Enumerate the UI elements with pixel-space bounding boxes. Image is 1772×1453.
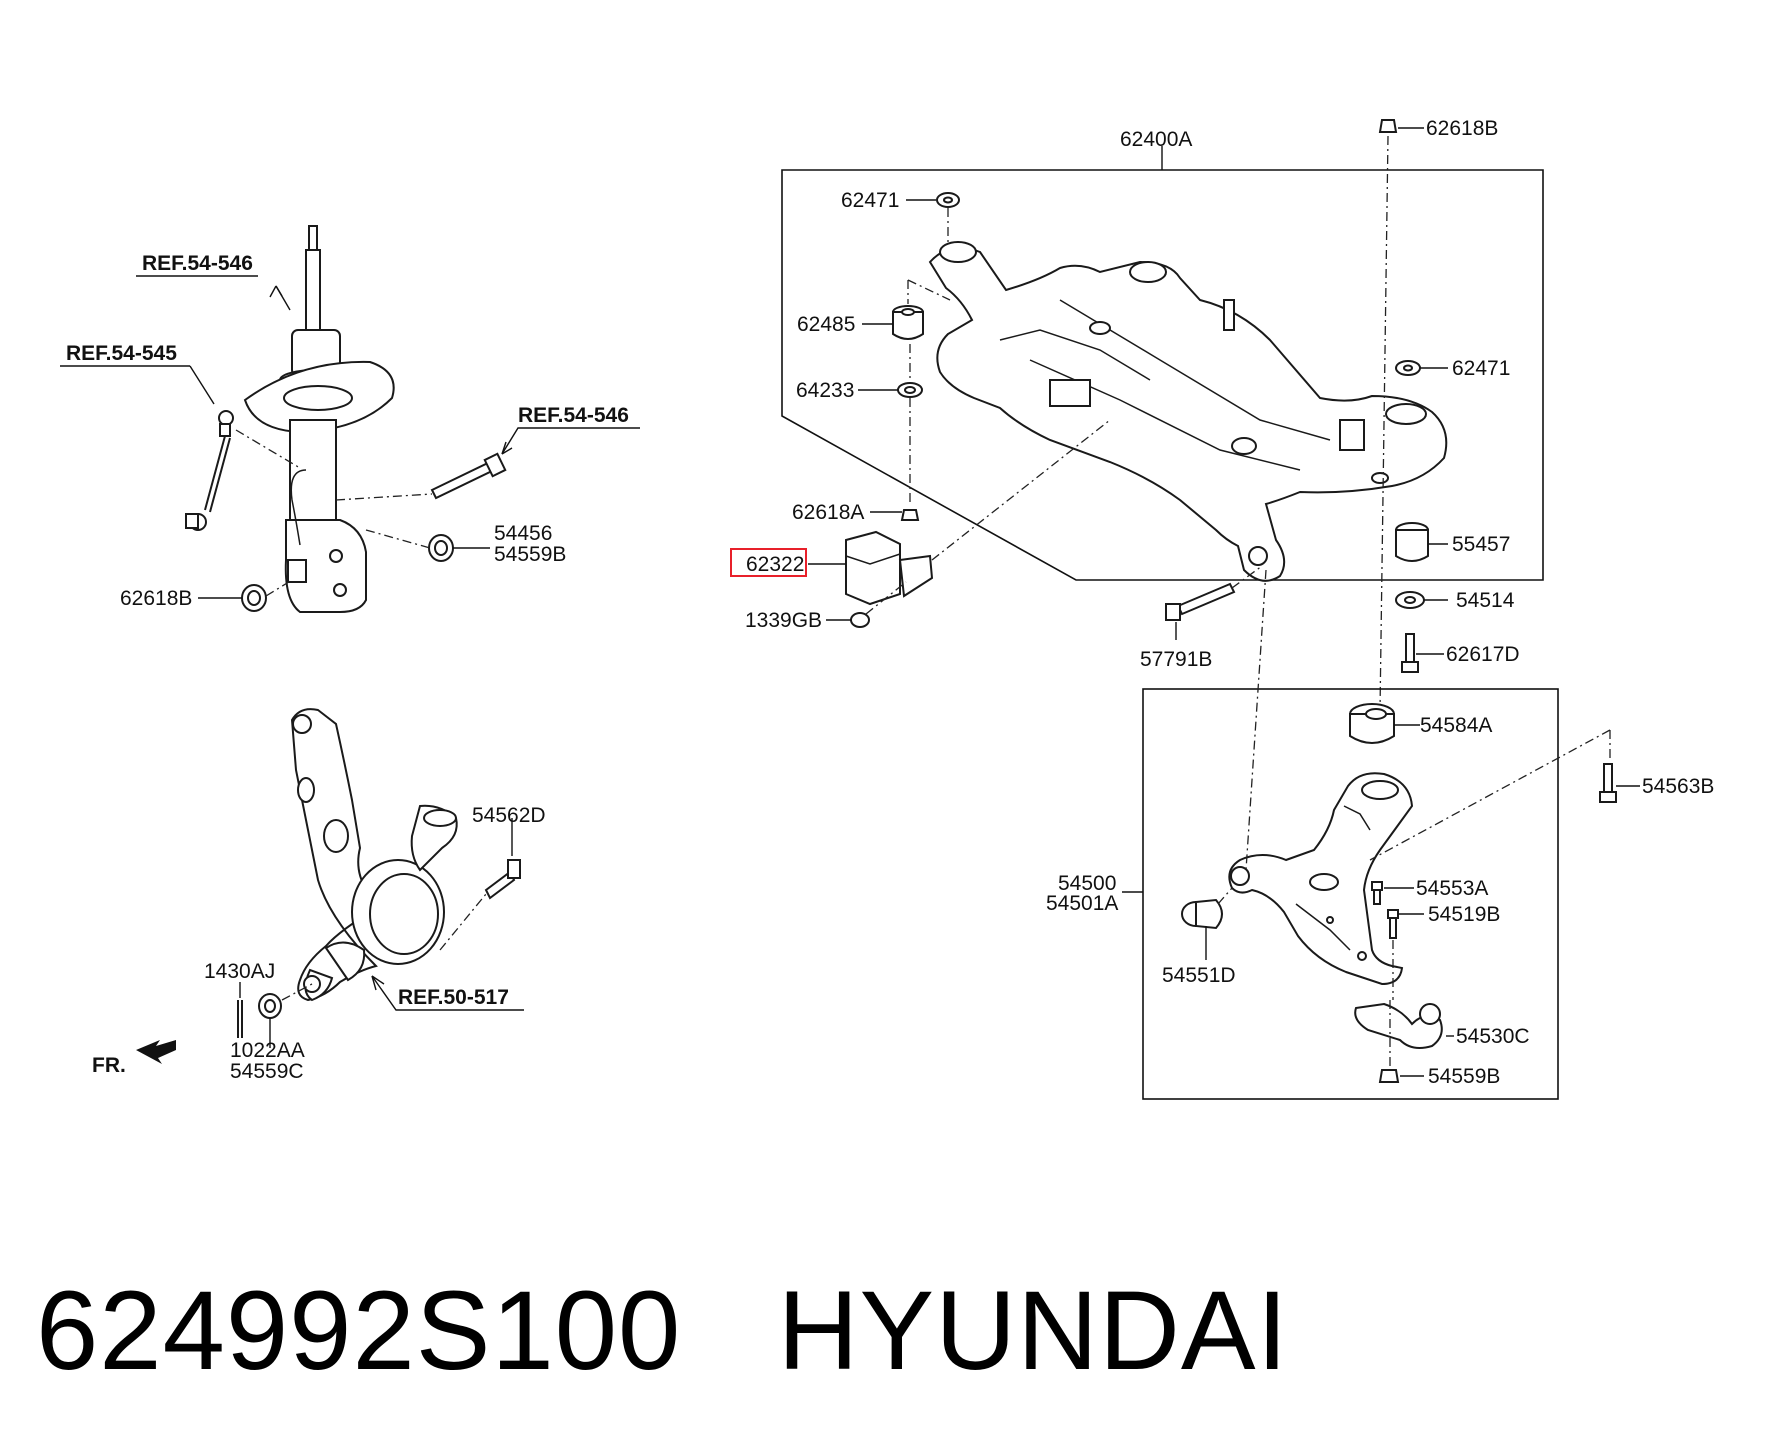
part-54559c-label: 54559C <box>230 1060 304 1083</box>
part-1430aj-label: 1430AJ <box>204 960 275 983</box>
part-caption: 624992S100 HYUNDAI <box>36 1275 1289 1387</box>
washer-62471-left <box>906 192 960 244</box>
part-1339gb-label: 1339GB <box>745 609 822 632</box>
brand-name: HYUNDAI <box>777 1268 1289 1393</box>
part-62485-label: 62485 <box>797 313 855 336</box>
bushing-54584a <box>1349 703 1420 744</box>
nut-54559b-arm <box>1378 1069 1424 1083</box>
steering-knuckle <box>290 708 458 1002</box>
part-62618b-top-label: 62618B <box>1426 117 1498 140</box>
ref-54-546-top-label: REF.54-546 <box>142 252 253 275</box>
bolt-62617d <box>1401 633 1444 673</box>
part-54501a-label: 54501A <box>1046 892 1118 915</box>
part-54514-label: 54514 <box>1456 589 1515 612</box>
ball-joint-54530c <box>1354 1000 1454 1072</box>
washer-62471-right <box>1395 360 1448 376</box>
part-62471-right-label: 62471 <box>1452 357 1510 380</box>
part-62400a-label: 62400A <box>1120 128 1192 151</box>
part-62617d-label: 62617D <box>1446 643 1520 666</box>
knuckle-pin <box>237 982 243 1038</box>
part-54559b-arm-label: 54559B <box>1428 1065 1500 1088</box>
ref-54-545-label: REF.54-545 <box>66 342 177 365</box>
front-arrow-icon <box>136 1040 176 1064</box>
bolt-57791b <box>1165 565 1263 640</box>
bolt-62618a <box>870 398 920 521</box>
bushing-55457 <box>1395 522 1448 562</box>
stabilizer-link <box>60 365 301 531</box>
ref-50-517-label: REF.50-517 <box>398 986 509 1009</box>
bolt-54519b <box>1387 909 1424 1000</box>
washer-54514 <box>1395 591 1448 609</box>
part-54584a-label: 54584A <box>1420 714 1492 737</box>
bolt-54553a <box>1371 881 1414 905</box>
part-54519b-label: 54519B <box>1428 903 1500 926</box>
part-57791b-label: 57791B <box>1140 648 1212 671</box>
part-54500-label: 54500 <box>1058 872 1116 895</box>
part-54551d-label: 54551D <box>1162 964 1236 987</box>
knuckle-nut <box>258 983 313 1048</box>
strut-flange-nut <box>198 579 293 612</box>
strut-nut <box>365 529 490 562</box>
part-64233-label: 64233 <box>796 379 854 402</box>
bushing-54551d <box>1181 887 1233 960</box>
part-54563b-label: 54563B <box>1642 775 1714 798</box>
part-number: 624992S100 <box>36 1268 682 1393</box>
washer-64233 <box>858 344 923 398</box>
lower-arm-group-box <box>1122 688 1559 1100</box>
part-54562d-label: 54562D <box>472 804 546 827</box>
nut-1339gb <box>826 581 907 628</box>
part-62618b-strut-label: 62618B <box>120 587 192 610</box>
knuckle-bolt <box>439 818 521 951</box>
bracket-62322 <box>808 419 1111 606</box>
bolt-62618b-top <box>1378 119 1424 711</box>
ref-50-517-arrow <box>371 975 524 1011</box>
crossmember-group-box <box>781 146 1544 581</box>
bolt-54563b <box>1369 729 1640 861</box>
highlight-box-62322 <box>730 548 807 577</box>
part-54530c-label: 54530C <box>1456 1025 1530 1048</box>
crossmember <box>928 241 1448 582</box>
part-62618a-label: 62618A <box>792 501 864 524</box>
part-62322-label[interactable]: 62322 <box>746 553 804 576</box>
strut-assembly <box>136 225 395 613</box>
lower-arm <box>1228 569 1414 986</box>
front-direction-label: FR. <box>92 1054 126 1077</box>
ref-54-546-right-label: REF.54-546 <box>518 404 629 427</box>
part-54456-label: 54456 <box>494 522 552 545</box>
strut-bolt <box>335 427 640 501</box>
part-54553a-label: 54553A <box>1416 877 1488 900</box>
part-1022aa-label: 1022AA <box>230 1039 305 1062</box>
part-54559b-strut-label: 54559B <box>494 543 566 566</box>
part-55457-label: 55457 <box>1452 533 1510 556</box>
part-62471-left-label: 62471 <box>841 189 899 212</box>
bushing-62485 <box>862 279 951 340</box>
